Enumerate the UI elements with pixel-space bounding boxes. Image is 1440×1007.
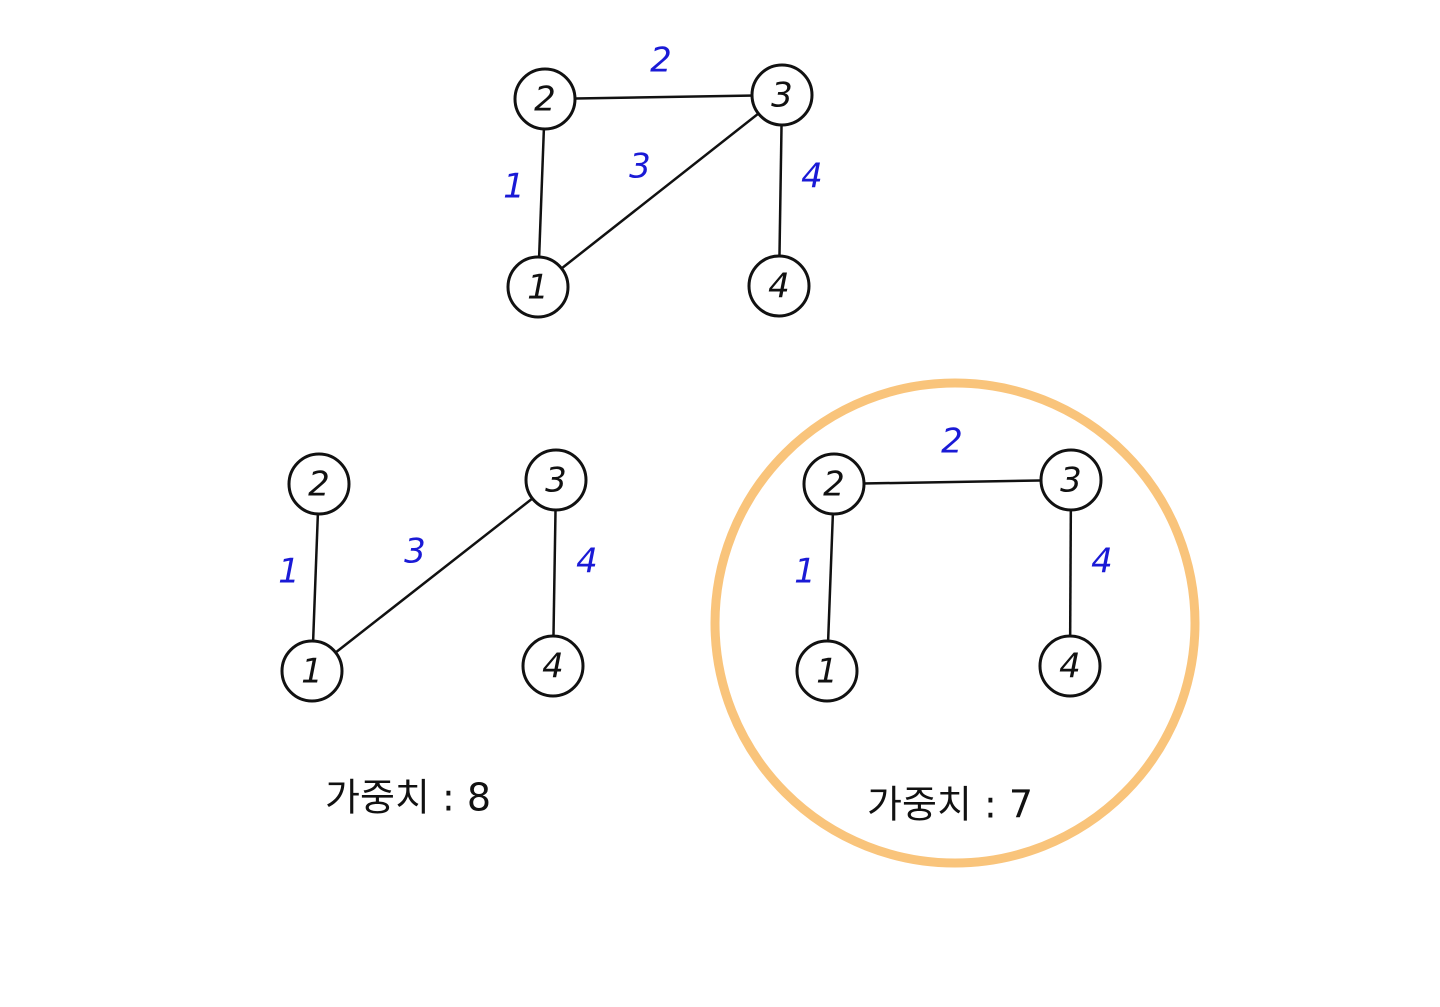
edge-2-3 (544, 93, 783, 101)
highlight-circle (710, 378, 1200, 868)
edge-weight-label: 1 (278, 552, 300, 592)
edge-weight-label: 4 (1091, 542, 1113, 582)
node-1: 1 (506, 255, 570, 319)
edge-weight-label: 4 (576, 542, 598, 582)
node-label: 3 (545, 461, 567, 501)
node-2: 2 (513, 67, 577, 131)
node-2: 2 (802, 452, 866, 516)
edge-1-3 (537, 94, 783, 288)
node-label: 4 (1059, 647, 1081, 687)
node-label: 1 (816, 652, 838, 692)
edge-2-3 (833, 478, 1072, 486)
total-weight-label: 가중치 : 8 (325, 776, 491, 820)
node-1: 1 (280, 639, 344, 703)
edge-weight-label: 2 (941, 422, 963, 462)
node-label: 2 (534, 80, 556, 120)
node-4: 4 (521, 634, 585, 698)
node-label: 2 (823, 465, 845, 505)
node-4: 4 (1038, 634, 1102, 698)
node-1: 1 (795, 639, 859, 703)
node-label: 1 (527, 268, 549, 308)
graph-spanning-tree-b: 2 1 4 2 3 1 4 가중치 : 7 (710, 378, 1200, 868)
node-2: 2 (287, 452, 351, 516)
node-label: 3 (1060, 461, 1082, 501)
edge-weight-label: 1 (794, 552, 816, 592)
edge-weight-label: 4 (801, 157, 823, 197)
edge-3-4 (777, 94, 784, 287)
node-3: 3 (750, 63, 814, 127)
graph-spanning-tree-a: 1 3 4 2 3 1 4 가중치 : 8 (278, 448, 598, 820)
node-4: 4 (747, 254, 811, 318)
node-label: 2 (308, 465, 330, 505)
edge-weight-label: 2 (650, 41, 672, 81)
edge-weight-label: 3 (404, 532, 426, 572)
graph-original: 2 1 3 4 2 3 1 4 (503, 41, 823, 319)
node-label: 4 (768, 267, 790, 307)
node-3: 3 (1039, 448, 1103, 512)
edge-weight-label: 3 (629, 147, 651, 187)
edge-weight-label: 1 (503, 167, 525, 207)
node-label: 4 (542, 647, 564, 687)
node-label: 3 (771, 76, 793, 116)
total-weight-label: 가중치 : 7 (867, 783, 1033, 827)
edge-1-3 (311, 479, 557, 672)
node-3: 3 (524, 448, 588, 512)
node-label: 1 (301, 652, 323, 692)
